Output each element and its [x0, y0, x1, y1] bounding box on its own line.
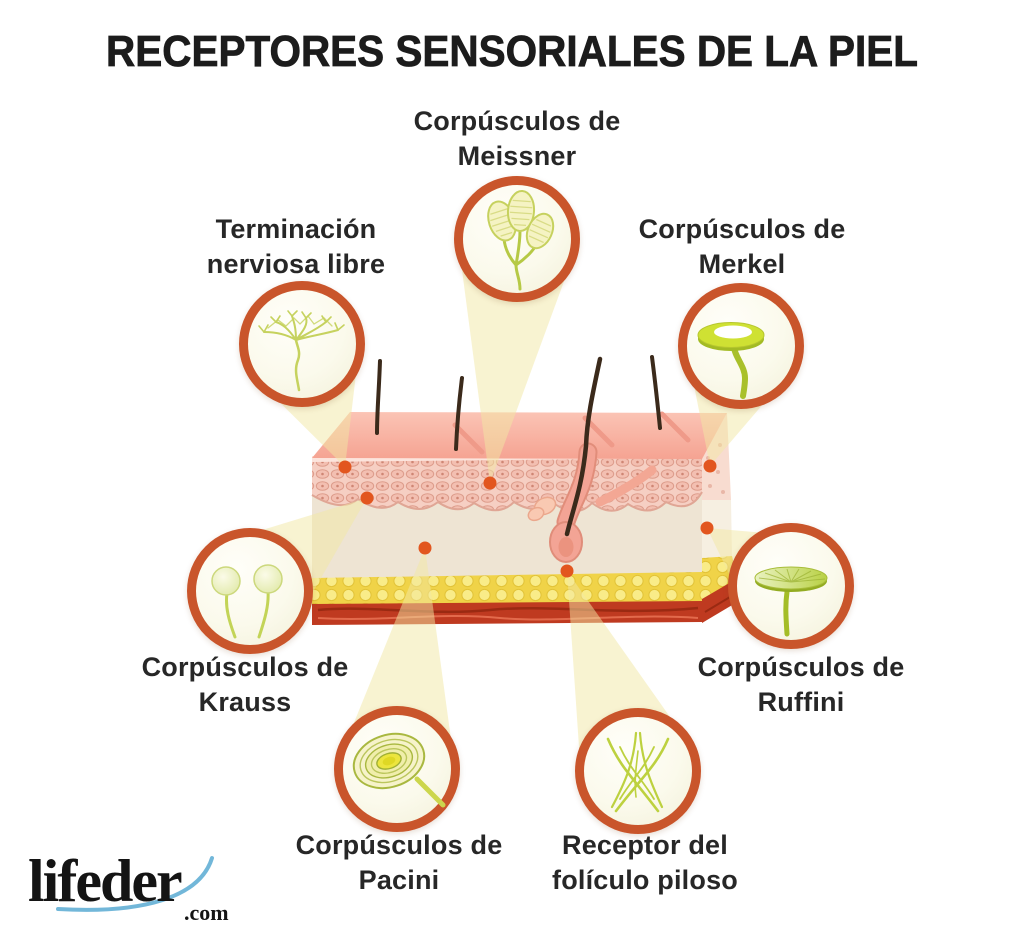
label-ruffini: Corpúsculos de Ruffini	[641, 650, 961, 720]
label-line: Krauss	[198, 687, 292, 717]
callout-merkel	[678, 283, 804, 409]
logo-tld: .com	[184, 900, 229, 925]
callout-ruffini	[728, 523, 854, 649]
logo-wordmark: lifeder	[28, 848, 183, 914]
callout-krauss	[187, 528, 313, 654]
label-line: Corpúsculos de	[141, 652, 349, 682]
callout-hair-follicle	[575, 708, 701, 834]
label-line: Corpúsculos de	[697, 652, 905, 682]
muscle-layer	[312, 601, 702, 625]
label-line: Merkel	[698, 249, 786, 279]
hair	[650, 355, 662, 430]
hairs	[375, 355, 662, 537]
callout-free-nerve-ending	[239, 281, 365, 407]
epidermis-wavy-edge	[311, 491, 703, 513]
hair	[564, 356, 603, 537]
callout-meissner	[454, 176, 580, 302]
label-line: Corpúsculos de	[413, 106, 621, 136]
hair-follicle-receptor-icon	[606, 731, 670, 813]
location-dot-pacini	[418, 541, 432, 555]
krauss-corpuscle-icon	[211, 564, 283, 639]
label-free-nerve-ending: Terminación nerviosa libre	[136, 212, 456, 282]
location-dot-ruffini	[700, 521, 714, 535]
label-krauss: Corpúsculos de Krauss	[85, 650, 405, 720]
label-line: folículo piloso	[552, 865, 738, 895]
label-hair-follicle: Receptor del folículo piloso	[485, 828, 805, 898]
sebaceous-gland	[527, 496, 557, 522]
location-dot-meissner	[483, 476, 497, 490]
label-line: Ruffini	[757, 687, 845, 717]
location-dot-krauss	[360, 491, 374, 505]
ruffini-corpuscle-icon	[754, 566, 828, 637]
skin-block	[311, 411, 744, 625]
logo-swoosh-icon	[56, 856, 214, 912]
pacini-corpuscle-icon	[352, 732, 446, 808]
label-merkel: Corpúsculos de Merkel	[582, 212, 902, 282]
receptor-location-dots	[338, 459, 717, 578]
meissner-corpuscle-icon	[487, 190, 555, 291]
merkel-corpuscle-icon	[697, 322, 765, 399]
label-line: Corpúsculos de	[638, 214, 846, 244]
label-line: Meissner	[457, 141, 577, 171]
location-dot-free-nerve-ending	[338, 460, 352, 474]
callout-pacini	[334, 706, 460, 832]
arrector-pili-muscle	[595, 465, 657, 507]
location-dot-hair-follicle	[560, 564, 574, 578]
skin-top-face	[312, 412, 727, 459]
muscle-texture	[317, 606, 699, 614]
lifeder-logo: lifeder .com	[28, 850, 258, 935]
hair	[375, 359, 382, 435]
label-pacini: Corpúsculos de Pacini	[239, 828, 559, 898]
label-line: Terminación	[215, 214, 377, 244]
page-title: RECEPTORES SENSORIALES DE LA PIEL	[105, 27, 919, 77]
label-line: Corpúsculos de	[295, 830, 503, 860]
label-meissner: Corpúsculos de Meissner	[357, 104, 677, 174]
muscle-texture	[317, 615, 699, 621]
label-line: nerviosa libre	[206, 249, 386, 279]
hair	[454, 376, 464, 451]
label-line: Receptor del	[562, 830, 728, 860]
label-line: Pacini	[358, 865, 440, 895]
location-dot-merkel	[703, 459, 717, 473]
free-nerve-ending-icon	[258, 310, 345, 392]
